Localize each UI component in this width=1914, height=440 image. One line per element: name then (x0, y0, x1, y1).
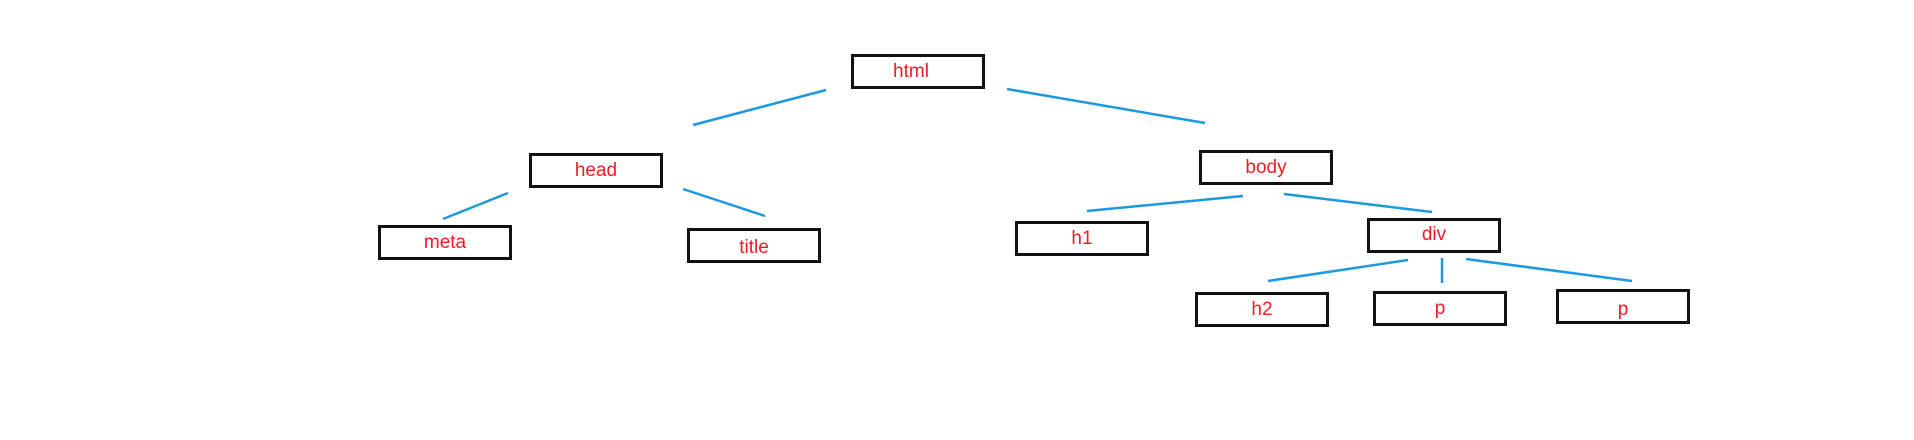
node-label-h1: h1 (1071, 227, 1093, 249)
node-label-title: title (739, 236, 769, 258)
node-h2: h2 (1195, 292, 1329, 327)
node-h1: h1 (1015, 221, 1149, 256)
node-label-p-first: p (1434, 297, 1446, 319)
edge-head-meta (442, 191, 509, 221)
edge-head-title (682, 187, 766, 218)
edge-body-div (1283, 192, 1433, 214)
edge-body-h1 (1086, 194, 1244, 213)
node-label-meta: meta (423, 231, 467, 253)
node-title: title (687, 228, 821, 263)
edge-div-p2 (1465, 257, 1633, 283)
node-meta: meta (378, 225, 512, 260)
edge-html-head (692, 88, 827, 127)
node-p-first: p (1373, 291, 1507, 326)
edge-html-body (1006, 87, 1206, 125)
node-div: div (1367, 218, 1501, 253)
node-html: html (851, 54, 985, 89)
node-label-h2: h2 (1251, 298, 1273, 320)
node-label-div: div (1421, 223, 1447, 245)
node-p-second: p (1556, 289, 1690, 324)
edge-div-h2 (1267, 258, 1409, 283)
node-label-html: html (893, 60, 929, 82)
node-head: head (529, 153, 663, 188)
node-body: body (1199, 150, 1333, 185)
node-label-head: head (574, 159, 618, 181)
node-label-body: body (1245, 156, 1287, 178)
node-label-p-second: p (1617, 298, 1629, 320)
